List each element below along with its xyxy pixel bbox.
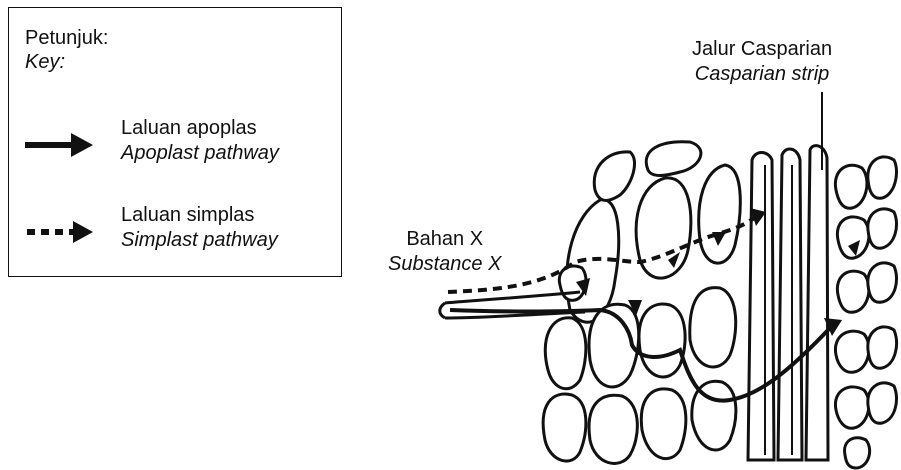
casparian-strip-label: Jalur Casparian Casparian strip <box>692 37 832 87</box>
casparian-strip-ms: Jalur Casparian <box>692 37 832 62</box>
substance-x-en: Substance X <box>388 252 501 277</box>
stele-cells <box>835 157 896 468</box>
substance-x-label: Bahan X Substance X <box>388 227 501 277</box>
cortex-cells <box>543 142 740 464</box>
casparian-strip-en: Casparian strip <box>692 62 832 87</box>
substance-x-ms: Bahan X <box>388 227 501 252</box>
endodermis-cells <box>748 146 828 460</box>
